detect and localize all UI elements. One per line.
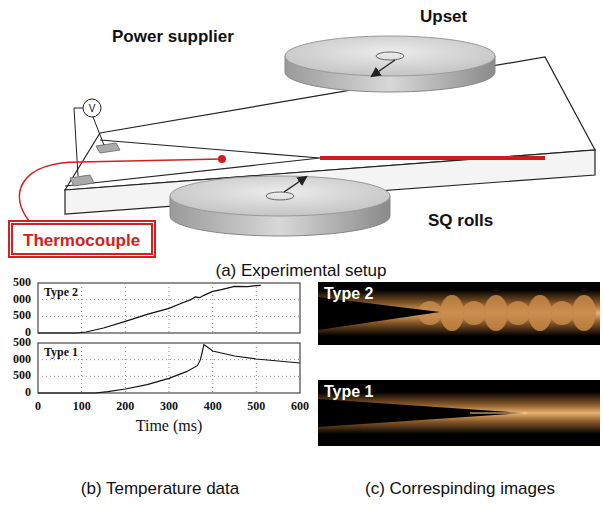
series-label: Type 2 — [44, 286, 78, 299]
image-type1 — [318, 380, 600, 446]
arc-blob — [462, 301, 486, 325]
grid-line — [81, 283, 82, 333]
thermocouple-box: Thermocouple — [8, 220, 156, 258]
image-label: Type 2 — [324, 285, 374, 303]
axis-tick: 400 — [204, 400, 222, 413]
grid-line — [81, 343, 82, 393]
axis-tick: 500 — [247, 400, 265, 413]
panel-caption: (b) Temperature data — [81, 480, 239, 499]
panel-caption: (a) Experimental setup — [215, 262, 386, 281]
arc-blob — [572, 295, 596, 331]
charts — [38, 283, 300, 393]
grid-line — [125, 343, 126, 393]
wire — [74, 108, 83, 176]
grid-line — [212, 283, 213, 333]
axis-tick: 200 — [116, 400, 134, 413]
part-name: Upset — [420, 8, 467, 27]
axle — [266, 192, 294, 200]
panel-caption: (c) Correspinding images — [365, 480, 555, 499]
axis-tick: 000 — [13, 293, 31, 306]
force-arrow — [284, 177, 306, 192]
arc-blob — [528, 295, 552, 331]
part-name: Power supplier — [112, 28, 234, 47]
series-label: Type 1 — [44, 346, 78, 359]
apex-glow — [470, 413, 527, 414]
axis-title: Time (ms) — [136, 417, 203, 435]
meter-symbol: V — [89, 103, 96, 114]
grid-line — [169, 343, 170, 393]
arc-blob — [440, 295, 464, 331]
wire — [93, 117, 104, 145]
electrode — [96, 143, 120, 153]
temperature-curve — [38, 285, 261, 333]
axis-tick: 000 — [13, 353, 31, 366]
axis-tick: 500 — [13, 336, 31, 349]
grid-line — [256, 343, 257, 393]
electrode — [70, 175, 94, 186]
axis-tick: 500 — [13, 309, 31, 322]
sq-roll-top — [170, 176, 390, 216]
arc-blob — [506, 301, 530, 325]
weld-line — [320, 156, 545, 160]
voltmeter — [83, 99, 101, 117]
temperature-curve — [38, 345, 300, 393]
chart-frame — [38, 283, 300, 333]
axis-tick: 0 — [25, 386, 31, 399]
junction — [218, 155, 226, 163]
image-label: Type 1 — [324, 383, 374, 401]
axis-tick: 500 — [13, 276, 31, 289]
axis-tick: 100 — [73, 400, 91, 413]
thermocouple-wire — [19, 159, 222, 222]
axis-tick: 500 — [13, 369, 31, 382]
axis-tick: 600 — [291, 400, 309, 413]
upset-roll-top — [285, 36, 495, 76]
grid-line — [125, 283, 126, 333]
node-label: Thermocouple — [23, 231, 141, 251]
force-arrow — [372, 60, 395, 76]
chart-frame — [38, 343, 300, 393]
axle — [376, 52, 404, 60]
arc-blob — [550, 301, 574, 325]
part-name: SQ rolls — [428, 212, 493, 231]
arc-blob — [484, 295, 508, 331]
axis-tick: 0 — [35, 400, 41, 413]
grid-line — [256, 283, 257, 333]
image-type2 — [318, 282, 600, 345]
axis-tick: 300 — [160, 400, 178, 413]
